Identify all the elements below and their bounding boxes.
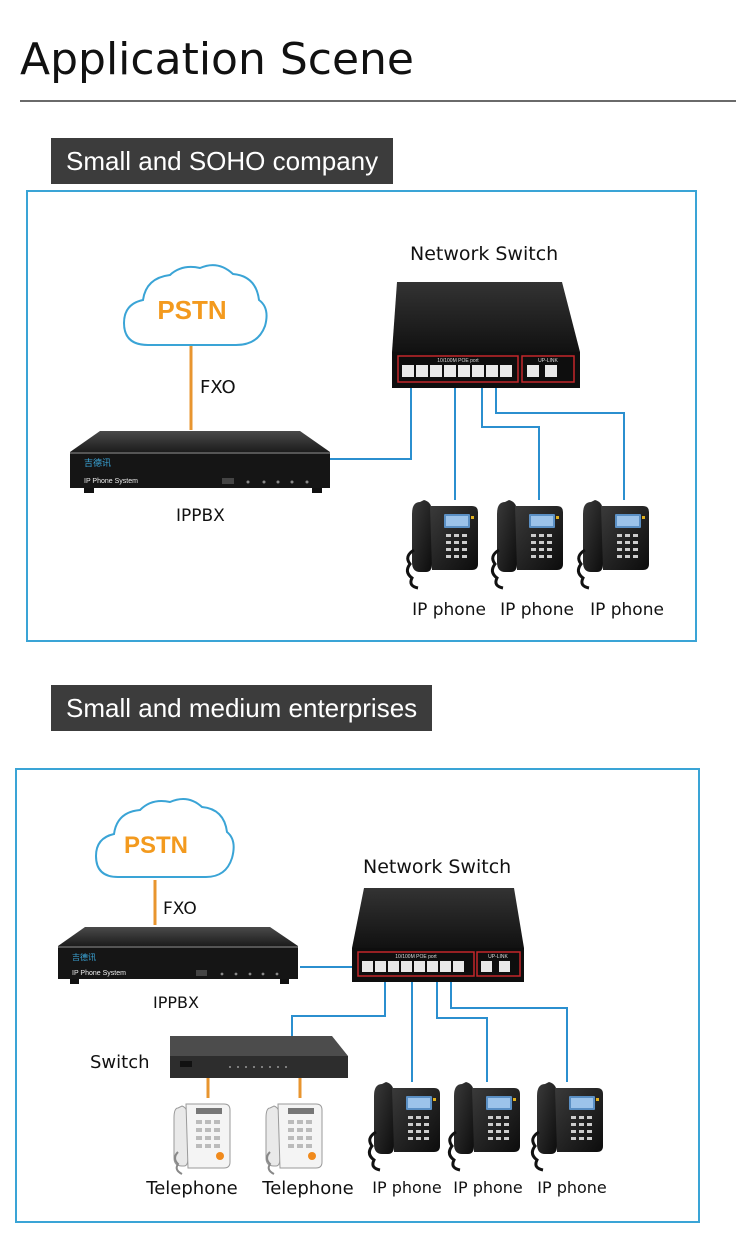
uplink-label: UP-LINK <box>488 954 508 960</box>
telephone-icon <box>265 1103 323 1175</box>
ippbx-label: IPPBX <box>153 993 199 1012</box>
telephone-icon <box>173 1103 231 1175</box>
network-switch-label: Network Switch <box>410 243 558 265</box>
ip-phone-label: IP phone <box>372 1178 442 1197</box>
poe-port-label: 10/100M POE port <box>437 358 479 364</box>
telephone-label: Telephone <box>145 1178 237 1199</box>
section-2-diagram-box <box>15 768 700 1223</box>
section-1-tag: Small and SOHO company <box>51 138 394 184</box>
telephone-label: Telephone <box>261 1178 353 1199</box>
page-title: Application Scene <box>20 34 414 85</box>
title-divider <box>20 100 736 102</box>
ip-phone-icon <box>447 1080 522 1172</box>
poe-port-label: 10/100M POE port <box>395 954 437 960</box>
pbx-model: IP Phone System <box>72 970 126 977</box>
section-1-diagram-box <box>26 190 697 642</box>
ip-phone-icon <box>490 498 565 590</box>
small-switch-label: Switch <box>90 1052 150 1073</box>
ip-phone-label: IP phone <box>500 600 574 620</box>
pbx-model: IP Phone System <box>84 478 138 485</box>
telephone-lines <box>206 1077 302 1098</box>
ip-phone-icon <box>405 498 480 590</box>
fxo-label: FXO <box>200 377 236 398</box>
pstn-label: PSTN <box>157 295 226 325</box>
ip-phone-icon <box>530 1080 605 1172</box>
section-1-diagram: PSTN FXO 吉德讯 IP Phone System IPPBX Netwo… <box>70 243 664 620</box>
small-switch-device <box>170 1036 348 1078</box>
ippbx-device: 吉德讯 IP Phone System <box>70 431 330 493</box>
network-switch-device: 10/100M POE port UP-LINK <box>352 888 524 982</box>
ippbx-device: 吉德讯 IP Phone System <box>58 927 298 984</box>
network-switch-label: Network Switch <box>363 856 511 878</box>
uplink-label: UP-LINK <box>538 358 558 364</box>
ippbx-label: IPPBX <box>176 506 225 526</box>
fxo-label: FXO <box>163 899 197 919</box>
ip-phone-label: IP phone <box>590 600 664 620</box>
ip-phone-icon <box>576 498 651 590</box>
pstn-cloud <box>94 797 235 878</box>
pstn-cloud <box>122 264 268 346</box>
section-2-diagram: PSTN FXO 吉德讯 IP Phone System IPPBX Netwo… <box>58 797 607 1199</box>
section-2-tag: Small and medium enterprises <box>51 685 433 731</box>
pstn-label: PSTN <box>124 832 188 859</box>
network-links <box>330 374 625 500</box>
ip-phone-label: IP phone <box>412 600 486 620</box>
ip-phone-label: IP phone <box>537 1178 607 1197</box>
pbx-brand: 吉德讯 <box>72 952 96 962</box>
network-switch-device: 10/100M POE port UP-LINK <box>392 282 580 388</box>
ip-phone-label: IP phone <box>453 1178 523 1197</box>
ip-phone-icon <box>367 1080 442 1172</box>
pbx-brand: 吉德讯 <box>84 457 111 469</box>
